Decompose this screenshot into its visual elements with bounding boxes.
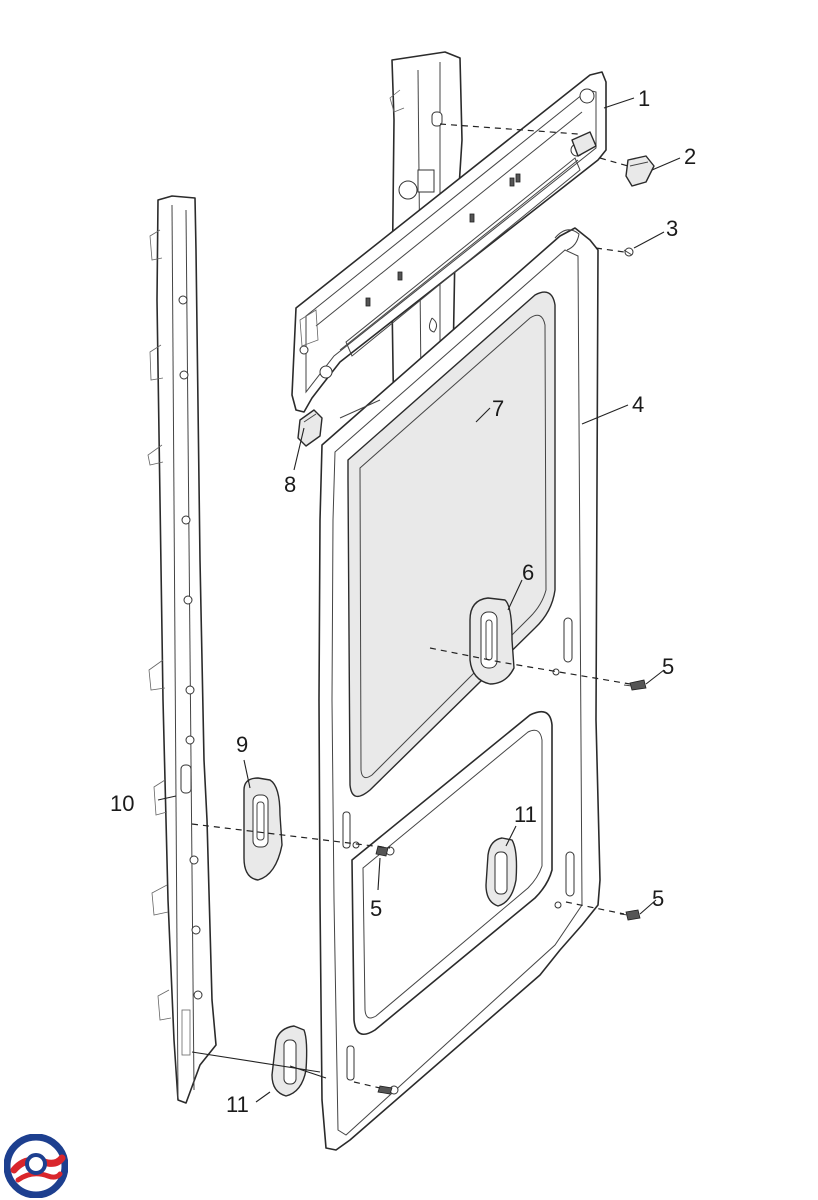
screw-bottom — [377, 1085, 399, 1095]
callout-10: 10 — [110, 791, 134, 816]
brand-logo-icon — [4, 1134, 68, 1198]
callout-7: 7 — [492, 396, 504, 421]
callout-11-right: 11 — [514, 802, 537, 827]
screw-5-middle — [375, 845, 395, 857]
part-1-top-beam — [291, 71, 607, 413]
screw-5-lower — [619, 909, 641, 921]
part-10-left-rail — [147, 195, 217, 1104]
assembly-lines — [191, 123, 631, 1089]
callout-9: 9 — [236, 732, 248, 757]
callout-1: 1 — [638, 86, 650, 111]
callout-5-lower: 5 — [652, 886, 664, 911]
part-11-latch-plate-left — [271, 1025, 308, 1097]
part-6-latch-plate — [469, 597, 515, 685]
part-11-latch-plate-right — [485, 837, 518, 907]
callout-8: 8 — [284, 472, 296, 497]
part-9-latch-plate — [243, 777, 283, 881]
screw-5-upper — [623, 679, 647, 691]
callout-5-upper: 5 — [662, 654, 674, 679]
callout-11-left: 11 — [226, 1092, 249, 1117]
callout-6: 6 — [522, 560, 534, 585]
part-4-door-frame — [318, 227, 601, 1151]
part-2-end-cap — [625, 155, 655, 187]
screw-3 — [623, 247, 634, 257]
callout-2: 2 — [684, 144, 696, 169]
part-8-clip — [297, 409, 323, 447]
callout-5-middle: 5 — [370, 896, 382, 921]
leader-lines — [157, 97, 681, 1103]
callouts: 1 2 3 4 7 8 6 5 9 10 11 5 5 11 — [110, 86, 696, 1117]
callout-4: 4 — [632, 392, 644, 417]
callout-3: 3 — [666, 216, 678, 241]
